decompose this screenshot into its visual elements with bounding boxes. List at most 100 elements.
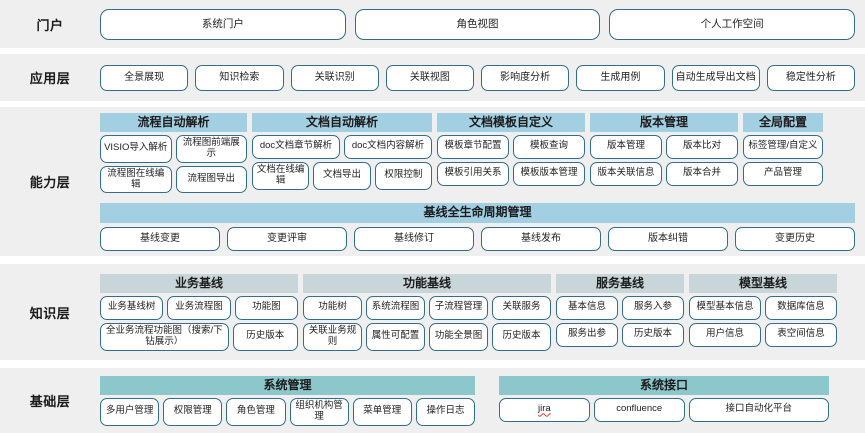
base-item-operation-log[interactable]: 操作日志 [415,397,476,426]
lifecycle-item-version-correction[interactable]: 版本纠错 [608,226,728,251]
capability-group-doc-parse: 文档自动解析 doc文档章节解析 doc文档内容解析 文档在线编辑 文档导出 权… [252,112,432,194]
foundation-groups: 系统管理 多用户管理 权限管理 角色管理 组织机构管理 菜单管理 操作日志 系统… [100,375,855,426]
know-item-service-output-param[interactable]: 服务出参 [556,322,618,347]
lifecycle-item-baseline-change[interactable]: 基线变更 [100,226,220,251]
capability-group-version-mgmt: 版本管理 版本管理 版本比对 版本关联信息 版本合并 [590,112,738,194]
cap-item-doc-content-parse[interactable]: doc文档内容解析 [344,134,432,159]
know-item-tablespace-info[interactable]: 表空间信息 [765,322,837,347]
portal-items: 系统门户 角色视图 个人工作空间 [100,8,856,40]
know-item-attribute-configurable[interactable]: 属性可配置 [366,322,425,351]
cap-item-version-mgmt[interactable]: 版本管理 [590,134,662,159]
know-item-subprocess-mgmt[interactable]: 子流程管理 [429,295,488,320]
layer-row-capability: 能力层 流程自动解析 VISIO导入解析 流程图前端展示 流程图在线编辑 流程图… [0,107,865,257]
cap-item-version-merge[interactable]: 版本合并 [666,161,738,186]
layer-label-application: 应用层 [29,71,71,87]
base-item-org-structure-mgmt[interactable]: 组织机构管理 [289,397,349,426]
capability-group-doc-template: 文档模板自定义 模板章节配置 模板查询 模板引用关系 模板版本管理 [437,112,585,194]
layer-label-foundation: 基础层 [29,394,71,410]
app-item-auto-export-doc[interactable]: 自动生成导出文档 [671,64,760,91]
cap-item-version-relation-info[interactable]: 版本关联信息 [590,161,662,186]
row-divider-3 [0,256,865,265]
cap-item-product-mgmt[interactable]: 产品管理 [743,161,823,186]
knowledge-group-function-baseline: 功能基线 功能树 系统流程图 子流程管理 关联服务 关联业务规则 属性可配置 功… [303,273,551,351]
row-divider-4 [0,360,865,369]
know-item-database-info[interactable]: 数据库信息 [765,295,837,320]
app-item-relation-recognition[interactable]: 关联识别 [290,64,379,91]
group-header: 服务基线 [556,273,684,293]
know-item-model-basic-info[interactable]: 模型基本信息 [689,295,761,320]
base-item-interface-automation-platform[interactable]: 接口自动化平台 [688,397,829,422]
know-item-function-panorama[interactable]: 功能全景图 [429,322,488,351]
know-item-full-business-flow-func-diagram[interactable]: 全业务流程功能图（搜索/下钻展示） [100,322,229,351]
cap-item-template-version-mgmt[interactable]: 模板版本管理 [513,161,585,186]
lifecycle-item-baseline-release[interactable]: 基线发布 [481,226,601,251]
app-item-knowledge-search[interactable]: 知识检索 [195,64,284,91]
cap-item-template-query[interactable]: 模板查询 [513,134,585,159]
app-item-stability-analysis[interactable]: 稳定性分析 [766,64,855,91]
know-item-history-version[interactable]: 历史版本 [622,322,684,347]
portal-item-system[interactable]: 系统门户 [100,8,346,40]
lifecycle-item-baseline-revision[interactable]: 基线修订 [354,226,474,251]
jira-label: jira [538,403,551,415]
base-item-confluence[interactable]: confluence [593,397,685,422]
know-item-user-info[interactable]: 用户信息 [689,322,761,347]
know-item-history-version[interactable]: 历史版本 [492,322,551,351]
app-item-panorama[interactable]: 全景展现 [100,64,189,91]
group-header: 业务基线 [100,273,298,293]
layer-row-foundation: 基础层 系统管理 多用户管理 权限管理 角色管理 组织机构管理 菜单管理 操作日… [0,368,865,433]
group-header: 文档模板自定义 [437,112,585,132]
know-item-business-flowchart[interactable]: 业务流程图 [167,295,231,320]
know-item-function-tree[interactable]: 功能树 [303,295,362,320]
know-item-related-service[interactable]: 关联服务 [492,295,551,320]
cap-item-flow-online-edit[interactable]: 流程图在线编辑 [100,165,172,194]
app-item-relation-view[interactable]: 关联视图 [385,64,474,91]
group-header: 流程自动解析 [100,112,247,132]
group-header: 全局配置 [743,112,823,132]
base-item-jira[interactable]: jira [499,397,590,422]
layer-row-portal: 门户 系统门户 角色视图 个人工作空间 [0,0,865,49]
know-item-history-version[interactable]: 历史版本 [232,322,298,351]
know-item-basic-info[interactable]: 基本信息 [556,295,618,320]
cap-item-flow-export[interactable]: 流程图导出 [175,165,247,194]
base-item-menu-mgmt[interactable]: 菜单管理 [352,397,412,426]
lifecycle-header: 基线全生命周期管理 [100,203,855,223]
cap-item-doc-chapter-parse[interactable]: doc文档章节解析 [252,134,340,159]
capability-lifecycle-block: 基线全生命周期管理 基线变更 变更评审 基线修订 基线发布 版本纠错 变更历史 [100,203,855,251]
group-header: 文档自动解析 [252,112,432,132]
know-item-business-baseline-tree[interactable]: 业务基线树 [100,295,164,320]
group-header: 系统管理 [100,375,475,395]
portal-item-personal-workspace[interactable]: 个人工作空间 [609,8,856,40]
capability-groups: 流程自动解析 VISIO导入解析 流程图前端展示 流程图在线编辑 流程图导出 文… [100,112,855,194]
foundation-group-system-interface: 系统接口 jira confluence 接口自动化平台 [499,375,829,426]
capability-group-global-config: 全局配置 标签管理/自定义 产品管理 [743,112,823,194]
lifecycle-item-change-history[interactable]: 变更历史 [735,226,855,251]
cap-item-doc-online-edit[interactable]: 文档在线编辑 [252,161,310,190]
lifecycle-item-change-review[interactable]: 变更评审 [227,226,347,251]
cap-item-template-chapter-config[interactable]: 模板章节配置 [437,134,509,159]
layer-label-portal: 门户 [36,17,64,33]
app-item-generate-usecase[interactable]: 生成用例 [576,64,665,91]
base-item-multi-user-mgmt[interactable]: 多用户管理 [100,397,160,426]
app-item-impact-analysis[interactable]: 影响度分析 [481,64,570,91]
cap-item-flow-frontend-display[interactable]: 流程图前端展示 [175,134,247,163]
cap-item-template-reference[interactable]: 模板引用关系 [437,161,509,186]
cap-item-permission-control[interactable]: 权限控制 [374,161,432,190]
base-item-permission-mgmt[interactable]: 权限管理 [163,397,223,426]
cap-item-tag-mgmt-custom[interactable]: 标签管理/自定义 [743,134,823,159]
know-item-service-input-param[interactable]: 服务入参 [622,295,684,320]
know-item-system-flowchart[interactable]: 系统流程图 [366,295,425,320]
know-item-related-business-rule[interactable]: 关联业务规则 [303,322,362,351]
capability-group-process-parse: 流程自动解析 VISIO导入解析 流程图前端展示 流程图在线编辑 流程图导出 [100,112,247,194]
cap-item-visio-import[interactable]: VISIO导入解析 [100,134,172,163]
layer-label-capability: 能力层 [29,175,71,191]
know-item-function-diagram[interactable]: 功能图 [234,295,298,320]
cap-item-version-compare[interactable]: 版本比对 [666,134,738,159]
group-header: 模型基线 [689,273,837,293]
layer-row-application: 应用层 全景展现 知识检索 关联识别 关联视图 影响度分析 生成用例 自动生成导… [0,54,865,102]
base-item-role-mgmt[interactable]: 角色管理 [226,397,286,426]
group-header: 系统接口 [499,375,829,395]
group-header: 功能基线 [303,273,551,293]
portal-item-role-view[interactable]: 角色视图 [354,8,601,40]
cap-item-doc-export[interactable]: 文档导出 [313,161,371,190]
knowledge-group-service-baseline: 服务基线 基本信息 服务入参 服务出参 历史版本 [556,273,684,351]
